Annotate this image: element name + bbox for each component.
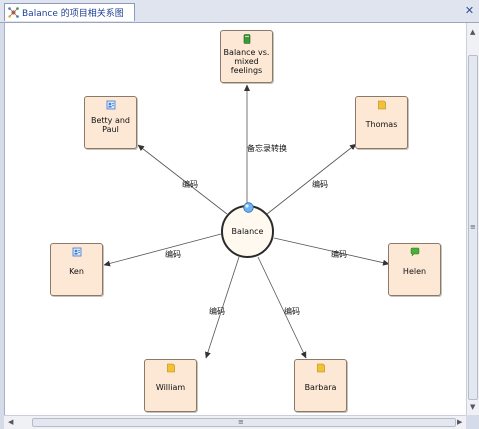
node-label: William: [155, 383, 186, 392]
contact-card-icon: [106, 100, 115, 110]
node-betty-and-paul[interactable]: Betty and Paul: [84, 96, 137, 149]
edge-ken: [103, 233, 222, 267]
contact-card-icon: [72, 247, 81, 257]
node-thomas[interactable]: Thomas: [355, 96, 408, 149]
hub-label: Balance: [231, 227, 264, 236]
tab-relationship-diagram[interactable]: Balance 的项目相关系图: [4, 3, 135, 21]
scroll-grip-icon: ≡: [238, 418, 244, 426]
tab-bar: Balance 的项目相关系图 ✕: [0, 0, 479, 23]
edge-barbara: [257, 256, 307, 359]
node-label: Thomas: [365, 120, 398, 129]
tab-title: Balance 的项目相关系图: [22, 9, 124, 19]
green-chat-icon: [410, 247, 419, 257]
globe-icon: [243, 202, 254, 213]
note-icon: [377, 100, 386, 110]
node-ken[interactable]: Ken: [50, 243, 103, 296]
vertical-scrollbar[interactable]: ▲ ≡ ▼: [466, 23, 479, 415]
edge-helen: [273, 237, 390, 266]
edge-thomas: [266, 143, 357, 215]
node-label: Ken: [69, 267, 84, 276]
scroll-down-arrow[interactable]: ▼: [470, 403, 476, 411]
node-label: Barbara: [304, 383, 337, 392]
scroll-left-arrow[interactable]: ◀: [8, 418, 14, 426]
green-book-icon: [243, 34, 250, 44]
relationship-diagram-icon: [8, 7, 19, 18]
node-helen[interactable]: Helen: [388, 243, 441, 296]
scroll-grip-icon: ≡: [470, 223, 476, 231]
edge-label-coding-ken: 编码: [165, 250, 181, 259]
edge-label-coding-william: 编码: [209, 307, 225, 316]
note-icon: [316, 363, 325, 373]
edge-label-coding-thomas: 编码: [312, 180, 328, 189]
scroll-up-arrow[interactable]: ▲: [470, 28, 476, 36]
edge-label-coding-barbara: 编码: [284, 307, 300, 316]
edge-label-coding-helen: 编码: [331, 250, 347, 259]
node-balance-hub[interactable]: Balance: [221, 202, 274, 258]
horizontal-scroll-thumb[interactable]: ≡: [32, 418, 456, 427]
edge-betty-paul: [137, 144, 228, 215]
vertical-scroll-thumb[interactable]: ≡: [468, 55, 478, 400]
node-william[interactable]: William: [144, 359, 197, 412]
node-barbara[interactable]: Barbara: [294, 359, 347, 412]
edge-label-coding-betty: 编码: [182, 180, 198, 189]
node-label: Balance vs. mixed feelings: [223, 47, 270, 75]
edge-label-memo-convert: 备忘录转换: [247, 144, 287, 153]
node-label: Helen: [402, 267, 427, 276]
note-icon: [166, 363, 175, 373]
node-label: Betty and Paul: [90, 115, 130, 134]
horizontal-scrollbar[interactable]: ◀ ≡ ▶: [4, 415, 466, 429]
edge-william: [205, 256, 240, 359]
close-icon[interactable]: ✕: [464, 4, 475, 17]
node-balance-vs-mixed-feelings[interactable]: Balance vs. mixed feelings: [220, 30, 273, 83]
scroll-right-arrow[interactable]: ▶: [457, 418, 463, 426]
